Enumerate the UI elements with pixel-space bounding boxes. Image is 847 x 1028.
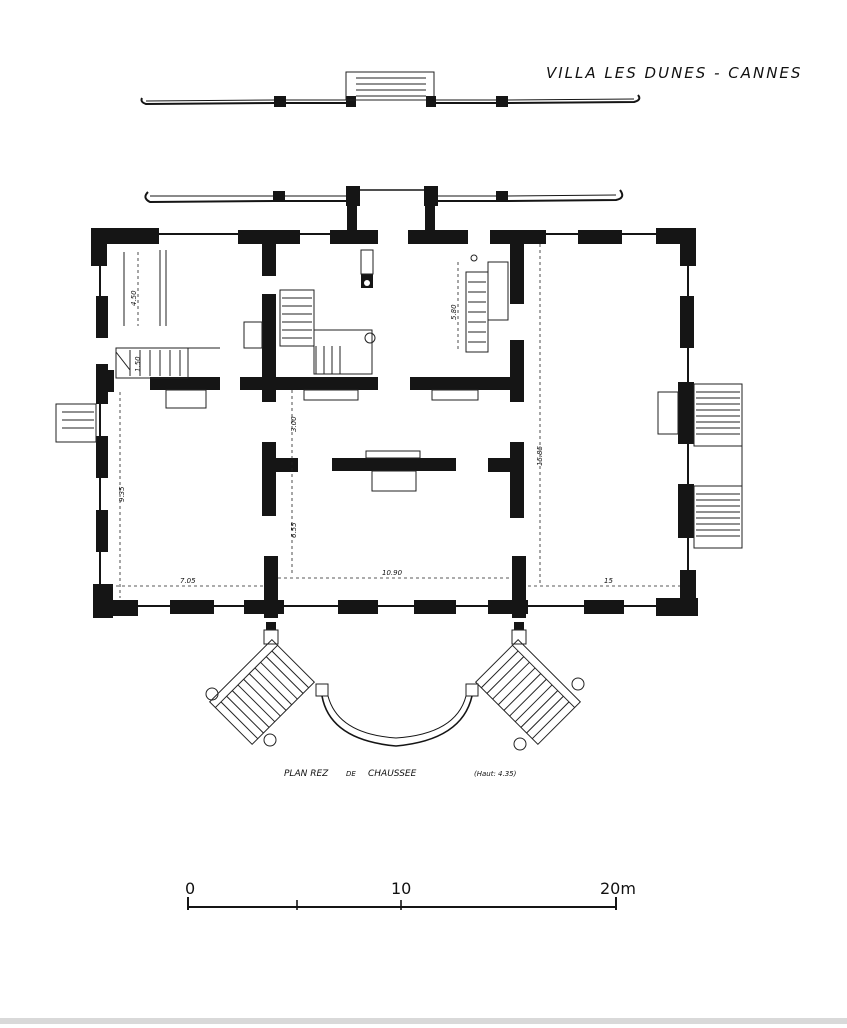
- dimension-lines: [110, 244, 680, 598]
- plan-caption: PLAN REZ DE CHAUSSEE (Haut: 4.35): [284, 769, 517, 779]
- caption-height: (Haut: 4.35): [474, 770, 517, 778]
- interior-stairs: [115, 250, 509, 379]
- fireplaces: [165, 249, 479, 492]
- caption-main: PLAN REZ: [284, 769, 329, 779]
- terrace-balustrade: [144, 186, 624, 232]
- scale-label-20m: 20m: [600, 879, 636, 898]
- dim-left-width: 7.05: [180, 577, 196, 585]
- upper-balustrade: [140, 71, 641, 107]
- plan-title: VILLA LES DUNES - CANNES: [546, 64, 802, 82]
- dim-mid-b: 6.55: [290, 522, 298, 538]
- dim-stair-b: 5.80: [450, 304, 458, 320]
- right-terrace-stairs: [657, 383, 743, 549]
- dim-left-height: 9.35: [118, 486, 126, 502]
- interior-walls: [102, 240, 526, 618]
- scale-bar: 0 10 20m: [185, 879, 636, 910]
- caption-de: DE: [346, 770, 356, 778]
- outer-walls: [55, 228, 698, 618]
- scan-edge: [0, 1018, 847, 1024]
- front-entrance-stairs: [205, 622, 585, 751]
- dim-total-height: 15.85: [536, 445, 544, 466]
- dim-right-width: 15: [604, 577, 613, 585]
- dim-mid-a: 3.00: [290, 416, 298, 432]
- dim-stair-a: 4.50: [130, 290, 138, 306]
- dim-stair-small: 1.50: [134, 356, 142, 372]
- caption-tail: CHAUSSEE: [368, 769, 417, 779]
- scale-label-0: 0: [185, 879, 195, 898]
- dim-center-width: 10.90: [382, 569, 403, 577]
- scale-label-10: 10: [391, 879, 411, 898]
